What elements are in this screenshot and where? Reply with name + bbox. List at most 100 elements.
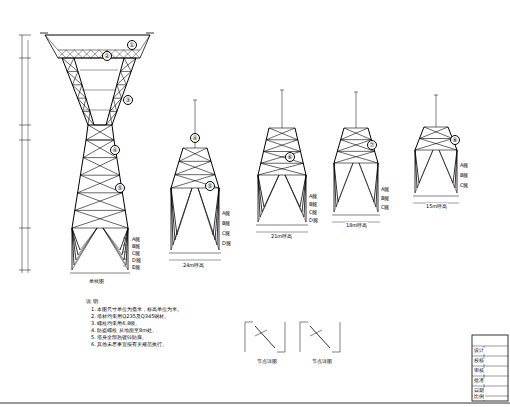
member-line xyxy=(72,228,128,229)
callout-number: ① xyxy=(127,40,137,50)
member-line xyxy=(123,252,127,253)
member-line xyxy=(123,266,127,267)
member-line xyxy=(86,140,114,141)
member-line xyxy=(146,33,154,34)
member-line xyxy=(86,140,114,141)
member-line xyxy=(103,228,128,270)
member-line xyxy=(359,163,374,202)
member-line xyxy=(103,228,124,260)
member-line xyxy=(269,128,295,129)
title-cell: 设计 xyxy=(473,348,485,354)
callout-text: ⑥ xyxy=(287,154,292,160)
member-line xyxy=(260,175,279,217)
member-line xyxy=(19,58,31,59)
member-line xyxy=(72,228,80,250)
member-line xyxy=(264,152,304,164)
member-line xyxy=(140,35,150,58)
member-line xyxy=(262,175,279,212)
member-line xyxy=(310,330,322,336)
member-line xyxy=(334,163,353,212)
member-line xyxy=(78,98,90,111)
member-line xyxy=(334,163,378,164)
member-line xyxy=(83,98,86,111)
callout-text: ③ xyxy=(125,97,130,103)
member-line xyxy=(132,50,140,58)
member-line xyxy=(66,50,74,58)
view-caption: 节点详图 xyxy=(311,358,333,364)
member-line xyxy=(78,98,86,99)
member-line xyxy=(415,150,457,151)
member-line xyxy=(67,58,74,71)
member-line xyxy=(356,92,357,128)
member-line xyxy=(110,111,117,112)
member-line xyxy=(103,228,120,250)
member-line xyxy=(175,188,192,240)
member-line xyxy=(472,386,508,387)
member-line xyxy=(439,150,453,183)
callout-text: ⑤ xyxy=(117,185,122,191)
member-line xyxy=(123,259,127,260)
leg-label: A腿 xyxy=(308,193,318,199)
member-line xyxy=(255,330,267,336)
member-line xyxy=(280,90,284,91)
callout-number: ⑥ xyxy=(285,152,295,162)
leg-label: B腿 xyxy=(221,220,231,226)
member-line xyxy=(62,58,74,59)
member-line xyxy=(19,125,31,126)
member-line xyxy=(420,127,449,139)
member-line xyxy=(106,58,124,125)
member-line xyxy=(83,50,91,58)
callout-number: ② xyxy=(102,51,112,61)
member-line xyxy=(78,175,120,193)
member-line xyxy=(74,50,82,58)
member-line xyxy=(124,50,132,58)
member-line xyxy=(266,128,295,140)
member-line xyxy=(344,128,371,140)
member-line xyxy=(264,151,301,152)
member-line xyxy=(269,128,298,140)
member-line xyxy=(0,403,510,404)
member-line xyxy=(72,85,86,98)
member-line xyxy=(213,188,219,235)
member-line xyxy=(255,326,275,348)
member-line xyxy=(285,175,304,217)
member-line xyxy=(245,322,253,323)
member-line xyxy=(256,225,308,226)
note-text: 4. 防盗螺栓 从地面至8m处。 xyxy=(90,327,158,333)
callout-number: ⑤ xyxy=(205,181,215,191)
member-line xyxy=(45,35,150,36)
member-line xyxy=(140,35,150,50)
note-text: 1. 本图尺寸单位为毫米，标高单位为米。 xyxy=(90,306,183,312)
member-line xyxy=(334,128,344,163)
tower-lines xyxy=(0,33,510,403)
leg-label: D腿 xyxy=(131,257,142,263)
member-line xyxy=(264,140,298,152)
member-line xyxy=(91,50,99,58)
member-line xyxy=(415,150,419,183)
member-line xyxy=(338,163,353,202)
leg-label: A腿 xyxy=(221,210,231,216)
member-line xyxy=(341,139,372,140)
member-line xyxy=(175,161,211,174)
member-line xyxy=(58,58,140,59)
callout-text: ② xyxy=(104,53,109,59)
leg-label: E腿 xyxy=(131,264,141,270)
member-line xyxy=(354,92,358,93)
member-line xyxy=(282,90,283,128)
callout-number: ④ xyxy=(190,133,200,143)
member-line xyxy=(193,100,197,101)
member-line xyxy=(261,152,301,164)
member-line xyxy=(285,175,306,222)
callout-number: ⑦ xyxy=(367,140,377,150)
member-line xyxy=(120,71,131,72)
member-line xyxy=(285,175,302,212)
member-line xyxy=(78,85,82,98)
member-line xyxy=(80,175,119,176)
leg-label: D腿 xyxy=(308,217,319,223)
member-line xyxy=(420,138,453,139)
member-line xyxy=(40,33,48,34)
leg-label: A腿 xyxy=(131,236,141,242)
callout-text: ⑤ xyxy=(207,183,212,189)
view-caption: 18m呼高 xyxy=(345,222,368,228)
member-line xyxy=(84,110,114,111)
